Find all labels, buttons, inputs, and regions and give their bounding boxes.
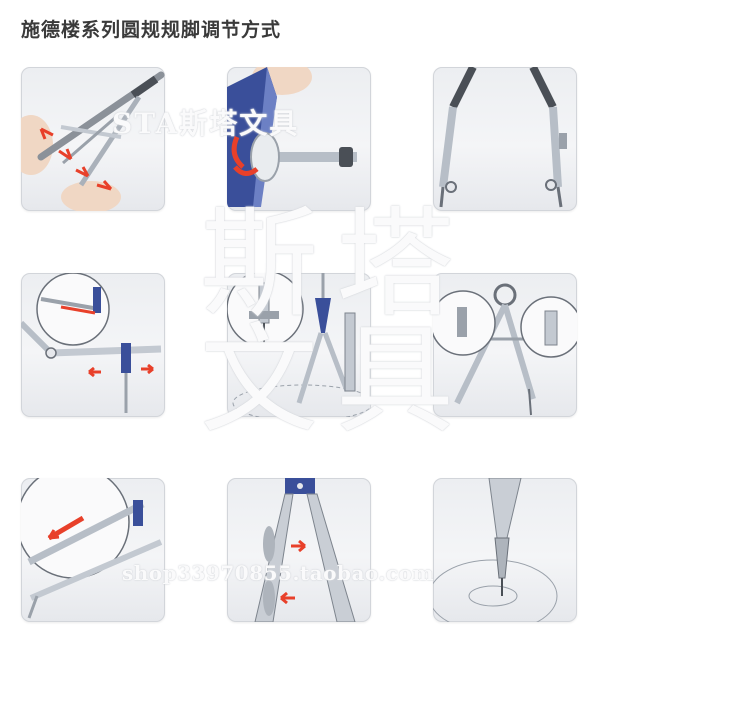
center-wheel-adjust-icon bbox=[433, 283, 577, 416]
tile-extension-bar bbox=[21, 273, 165, 417]
page-title: 施德楼系列圆规规脚调节方式 bbox=[21, 19, 282, 41]
tile-lead-slide bbox=[21, 478, 165, 622]
extension-bar-insert-icon bbox=[21, 273, 162, 413]
compass-knee-joint-icon bbox=[439, 67, 567, 208]
tile-center-wheel bbox=[433, 273, 577, 417]
tile-knee-joint bbox=[433, 67, 577, 211]
pencil-insert-icon bbox=[227, 273, 371, 417]
tile-leg-bend bbox=[227, 478, 371, 622]
compass-leg-spread-icon bbox=[21, 71, 165, 211]
tile-pencil-insert bbox=[227, 273, 371, 417]
screw-knob-turn-icon bbox=[227, 67, 357, 207]
leg-bend-icon bbox=[254, 478, 356, 622]
tile-leg-spread bbox=[21, 67, 165, 211]
lead-slide-icon bbox=[21, 478, 163, 619]
tile-needle-point bbox=[433, 478, 577, 622]
needle-point-icon bbox=[433, 478, 558, 622]
tile-screw-knob bbox=[227, 67, 371, 211]
